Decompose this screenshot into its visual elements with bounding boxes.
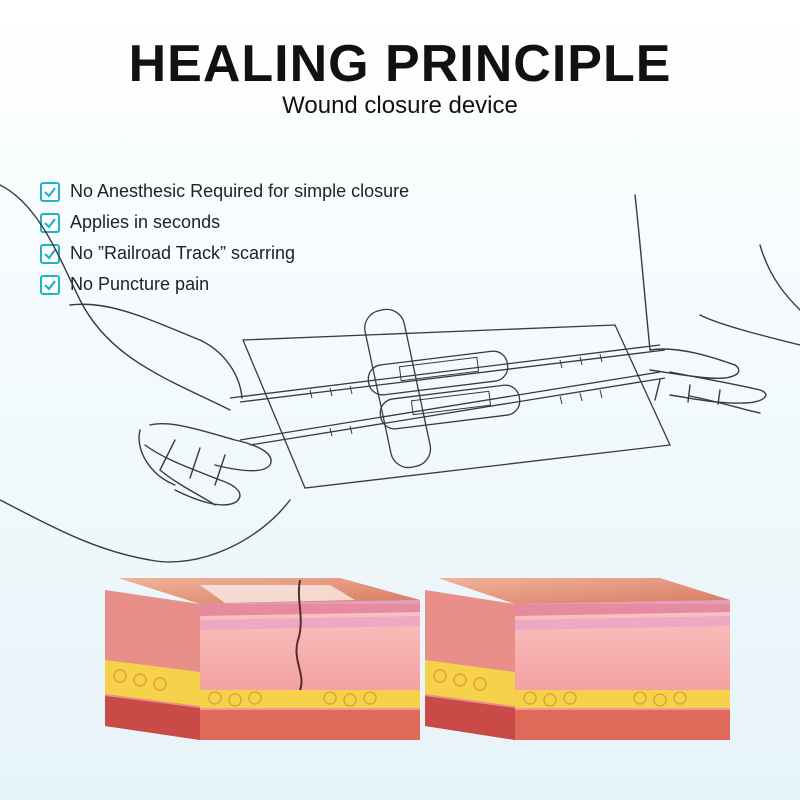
checkbox-checked-icon [40, 181, 60, 202]
feature-text: Applies in seconds [70, 212, 221, 232]
feature-text: No ”Railroad Track” scarring [70, 243, 296, 263]
skin-block-incised [105, 578, 420, 740]
page-subtitle: Wound closure device [282, 92, 518, 119]
checkbox-checked-icon [40, 274, 60, 295]
feature-text: No Puncture pain [70, 274, 210, 294]
checkbox-checked-icon [40, 212, 60, 233]
feature-item: No Puncture pain [40, 269, 409, 300]
feature-item: Applies in seconds [40, 207, 409, 238]
page-title: HEALING PRINCIPLE [128, 35, 672, 93]
feature-list: No Anesthesic Required for simple closur… [40, 176, 409, 300]
feature-item: No Anesthesic Required for simple closur… [40, 176, 409, 207]
left-hand-drawing [0, 184, 291, 563]
closure-device-drawing [229, 308, 671, 489]
right-hand-drawing [634, 194, 800, 414]
feature-text: No Anesthesic Required for simple closur… [70, 181, 410, 201]
skin-block-healed [425, 578, 730, 740]
